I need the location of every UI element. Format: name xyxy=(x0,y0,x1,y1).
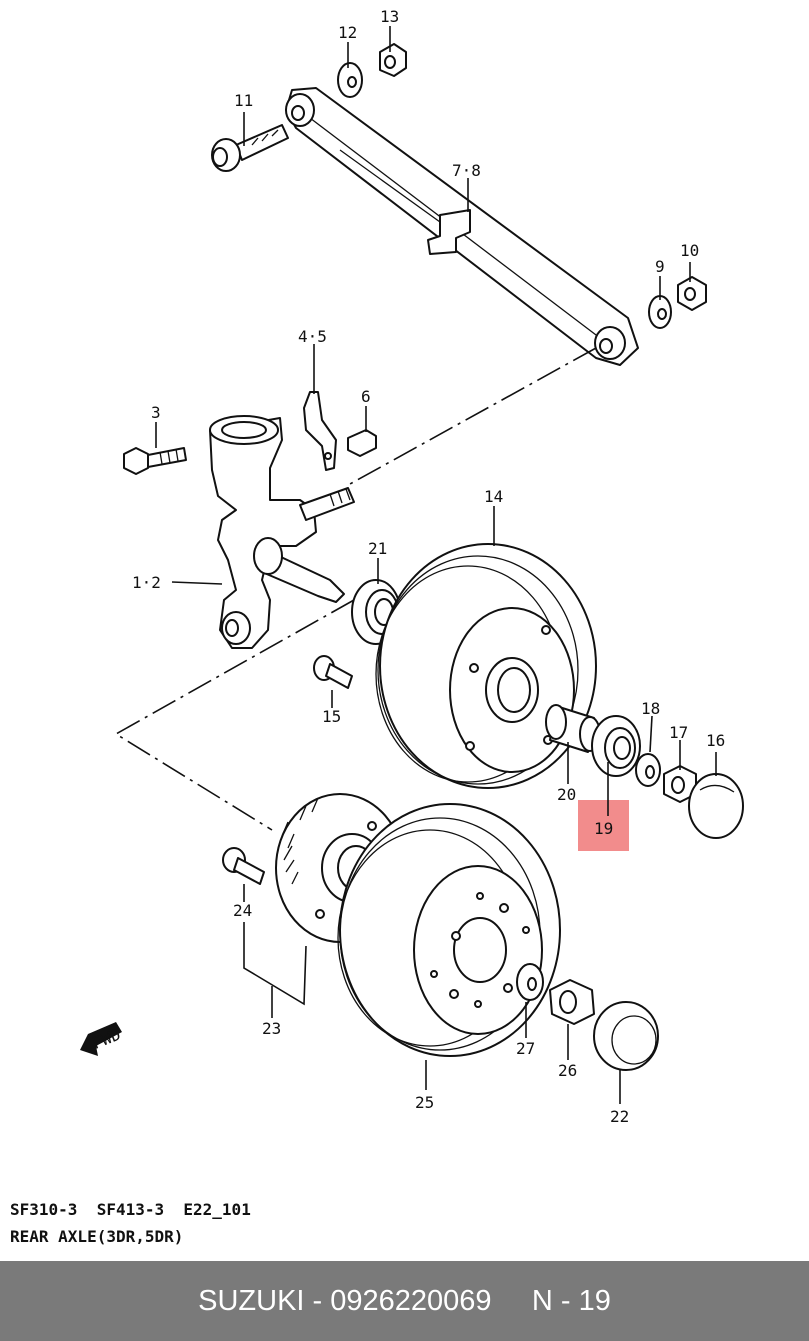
callout-6: 6 xyxy=(361,387,371,406)
exploded-parts-diagram: FWD 11 12 13 7·8 9 10 4·5 xyxy=(80,7,744,1126)
callout-16: 16 xyxy=(706,731,725,750)
callout-3: 3 xyxy=(151,403,161,422)
callout-27: 27 xyxy=(516,1039,535,1058)
callout-25: 25 xyxy=(415,1093,434,1112)
part-3-bolt xyxy=(123,447,187,475)
part-26-nut xyxy=(549,979,595,1025)
callout-20: 20 xyxy=(557,785,576,804)
footer-ref: N - 19 xyxy=(531,1284,611,1317)
part-15-bolt xyxy=(313,655,353,689)
part-20-spacer xyxy=(545,704,601,753)
callout-21: 21 xyxy=(368,539,387,558)
part-19-bearing xyxy=(591,715,641,777)
callout-26: 26 xyxy=(558,1061,577,1080)
footer-sep-1: - xyxy=(304,1284,331,1317)
callout-4-5: 4·5 xyxy=(298,327,327,346)
footer-part-number: 0926220069 xyxy=(330,1284,492,1317)
part-27-washer xyxy=(516,963,544,1001)
diagram-title-caption: REAR AXLE(3DR,5DR) xyxy=(10,1227,184,1246)
assembly-lines xyxy=(114,347,597,831)
part-14-brake-drum xyxy=(375,543,597,789)
footer-bar: SUZUKI - 0926220069 N - 19 xyxy=(0,1261,809,1341)
part-19-highlight xyxy=(578,800,629,851)
callout-13: 13 xyxy=(380,7,399,26)
callout-23: 23 xyxy=(262,1019,281,1038)
part-16-cap xyxy=(688,773,744,839)
part-22-cap xyxy=(593,1001,659,1071)
callout-7-8: 7·8 xyxy=(452,161,481,180)
callout-19: 19 xyxy=(594,819,613,838)
part-13-nut xyxy=(379,43,407,77)
callout-10: 10 xyxy=(680,241,699,260)
part-10-nut xyxy=(677,276,707,311)
callout-1-2: 1·2 xyxy=(132,573,161,592)
footer-gap xyxy=(492,1285,532,1318)
part-4-5-bracket xyxy=(303,391,337,471)
callout-11: 11 xyxy=(234,91,253,110)
part-1-2-knuckle xyxy=(209,415,355,649)
part-11-bolt xyxy=(211,124,289,172)
callout-24: 24 xyxy=(233,901,252,920)
part-24-bolt xyxy=(222,847,265,885)
footer-brand: SUZUKI xyxy=(198,1284,305,1317)
part-25-brake-drum xyxy=(337,803,561,1057)
callout-17: 17 xyxy=(669,723,688,742)
callout-22: 22 xyxy=(610,1107,629,1126)
callout-9: 9 xyxy=(655,257,665,276)
callout-18: 18 xyxy=(641,699,660,718)
callout-12: 12 xyxy=(338,23,357,42)
fwd-arrow-icon xyxy=(80,1022,122,1056)
callout-15: 15 xyxy=(322,707,341,726)
diagram-code-caption: SF310-3 SF413-3 E22_101 xyxy=(10,1200,251,1219)
part-7-8-trailing-arm xyxy=(285,87,639,366)
part-12-washer xyxy=(337,62,363,98)
part-6-bolt xyxy=(347,429,377,457)
part-18-washer xyxy=(635,753,661,787)
leader-lines xyxy=(155,26,717,1104)
callout-14: 14 xyxy=(484,487,503,506)
part-9-washer xyxy=(648,295,672,329)
